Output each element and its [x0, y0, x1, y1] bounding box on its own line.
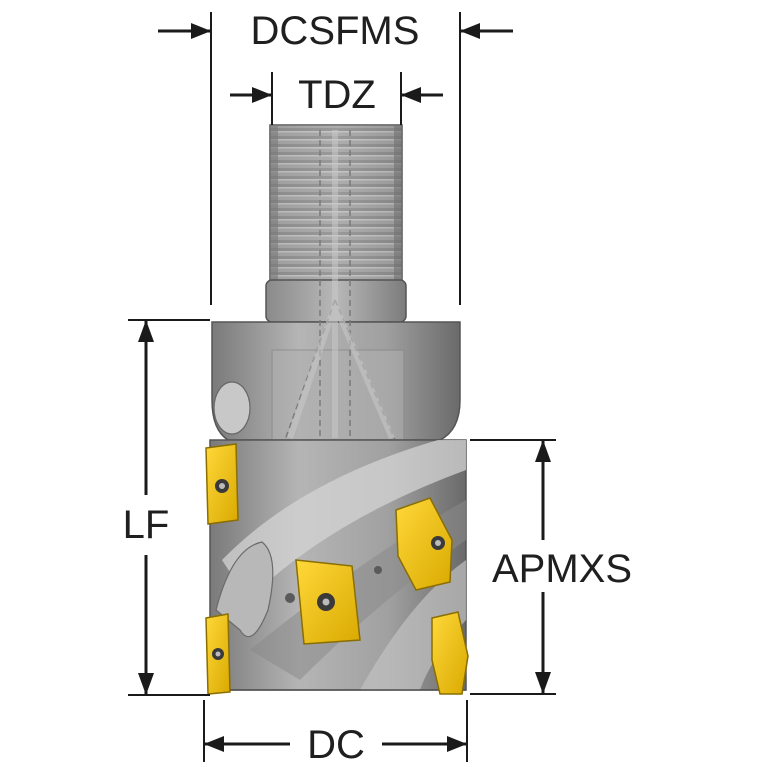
dimension-tdz: TDZ	[230, 72, 443, 125]
insert-top-right	[395, 497, 453, 591]
apmxs-label: APMXS	[492, 547, 632, 591]
dimension-apmxs: APMXS	[470, 439, 632, 695]
cutting-inserts	[205, 443, 469, 695]
insert-bottom-right	[431, 611, 469, 695]
dimension-lf: LF	[123, 319, 210, 696]
dc-label: DC	[307, 723, 365, 767]
insert-top-left	[205, 443, 239, 525]
dimension-dcsfms: DCSFMS	[158, 9, 513, 305]
dcsfms-label: DCSFMS	[251, 9, 420, 53]
dimension-dc: DC	[203, 700, 468, 767]
insert-center	[295, 559, 361, 645]
lf-label: LF	[123, 503, 170, 547]
tdz-label: TDZ	[298, 73, 376, 117]
insert-bottom-left	[205, 613, 231, 695]
